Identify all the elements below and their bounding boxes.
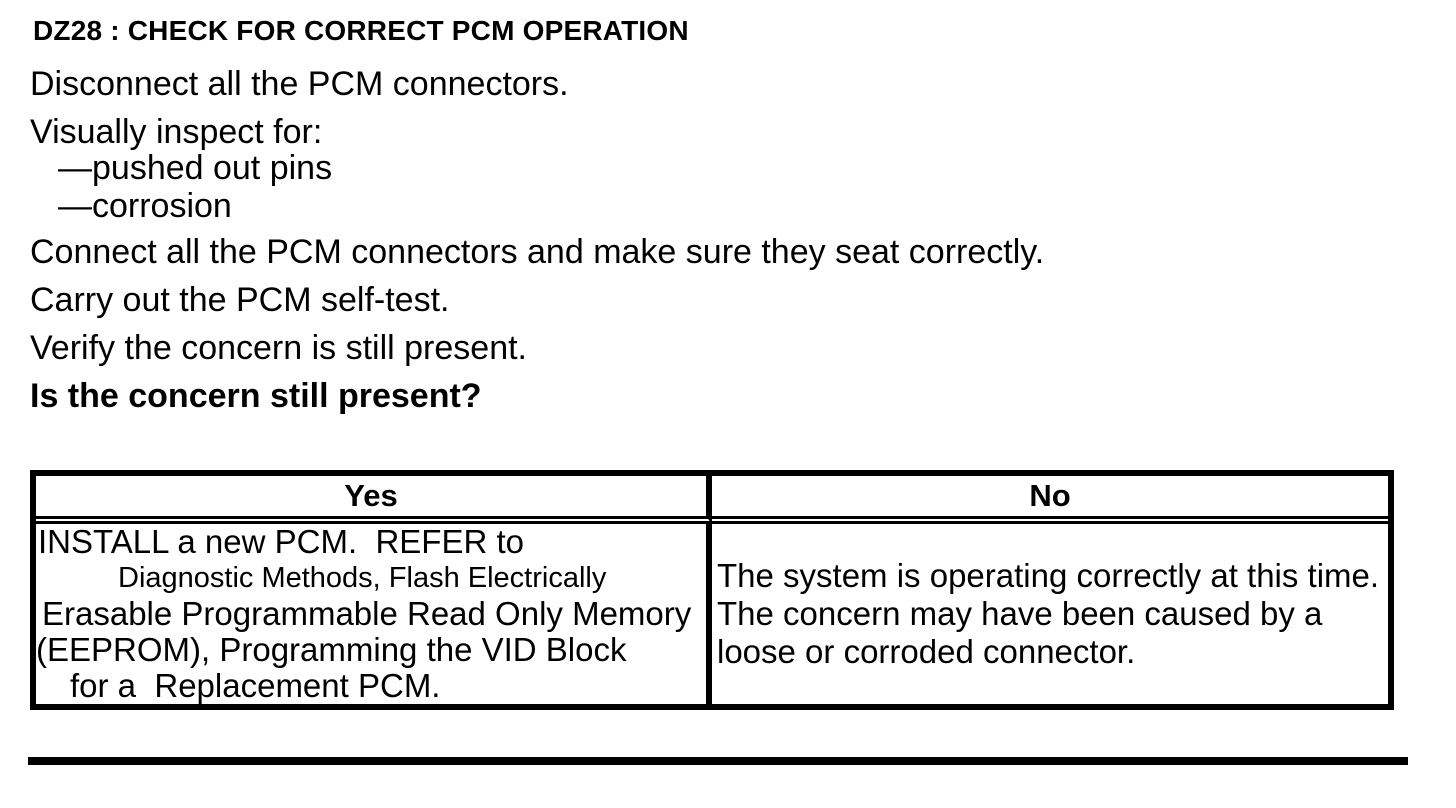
decision-question: Is the concern still present? <box>30 377 482 415</box>
pinpoint-test-title: DZ28 : CHECK FOR CORRECT PCM OPERATION <box>33 15 689 46</box>
yes-action-line: for a Replacement PCM. <box>70 667 441 704</box>
page-bottom-divider <box>28 757 1408 765</box>
procedure-step-disconnect: Disconnect all the PCM connectors. <box>30 65 569 103</box>
yes-action-line: INSTALL a new PCM. REFER to <box>38 523 524 560</box>
no-column-header: No <box>712 476 1388 524</box>
yes-column-header: Yes <box>36 476 712 524</box>
procedure-step-inspect: Visually inspect for: <box>30 113 323 151</box>
inspect-item-corrosion: —corrosion <box>58 187 232 225</box>
decision-table-header-row: Yes No <box>36 476 1388 524</box>
yes-action-line: (EEPROM), Programming the VID Block <box>36 631 627 668</box>
inspect-item-list: —pushed out pins —corrosion <box>58 149 1456 225</box>
no-action-cell: The system is operating correctly at thi… <box>712 524 1388 704</box>
yes-action-line: Diagnostic Methods, Flash Electrically <box>118 562 607 594</box>
procedure-step-connect: Connect all the PCM connectors and make … <box>30 233 1045 271</box>
procedure-step-selftest: Carry out the PCM self-test. <box>30 281 450 319</box>
inspect-item-pushed-pins: —pushed out pins <box>58 149 333 187</box>
decision-table-body-row: INSTALL a new PCM. REFER to Diagnostic M… <box>36 524 1388 704</box>
procedure-step-verify: Verify the concern is still present. <box>30 329 528 367</box>
no-action-line: loose or corroded connector. <box>717 633 1136 670</box>
yes-no-decision-table: Yes No INSTALL a new PCM. REFER to Diagn… <box>30 470 1394 710</box>
yes-action-line: Erasable Programmable Read Only Memory <box>42 595 692 632</box>
no-action-line: The system is operating correctly at thi… <box>717 557 1380 594</box>
no-action-line: The concern may have been caused by a <box>717 595 1323 632</box>
yes-action-cell: INSTALL a new PCM. REFER to Diagnostic M… <box>36 524 712 704</box>
